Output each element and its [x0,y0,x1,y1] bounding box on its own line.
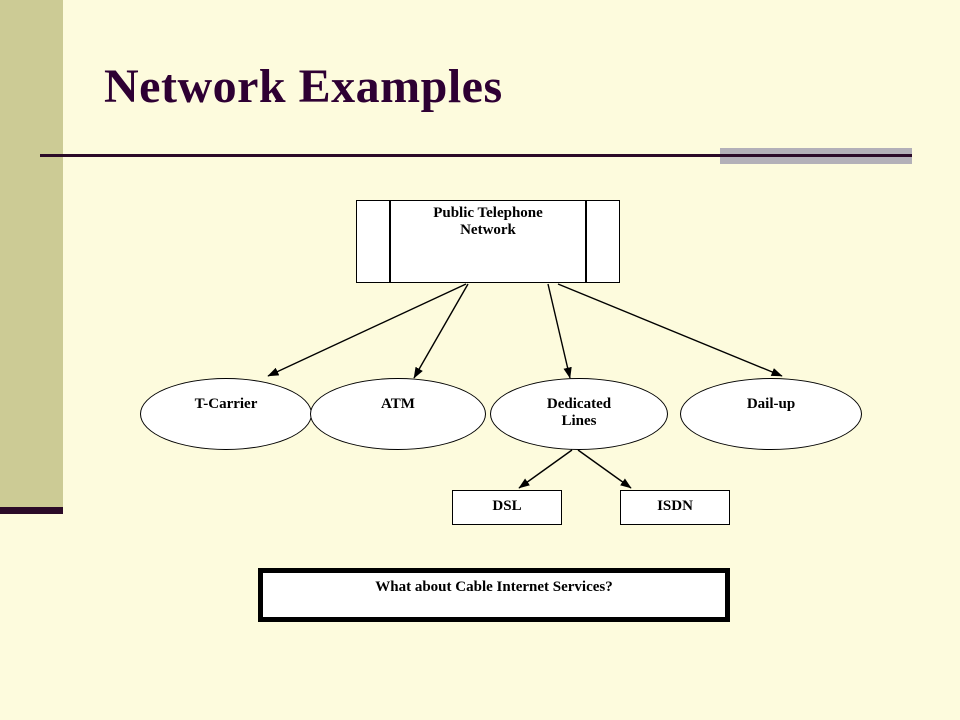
edge-dedicated-lines-to-dsl [518,449,573,489]
edge-root-to-dailup [557,283,783,377]
node-public-telephone-network[interactable] [356,200,620,283]
decorative-left-bar [0,507,63,514]
process-box-divider-right [585,201,587,282]
edge-root-to-tcarrier [267,283,467,377]
edge-root-to-atm [413,283,469,379]
node-dedicated-lines[interactable] [490,378,668,450]
process-box-divider-left [389,201,391,282]
title-rule-line [40,154,912,157]
edge-dedicated-lines-to-isdn [577,449,632,489]
node-t-carrier[interactable] [140,378,312,450]
edge-root-to-dedicated-lines [547,283,572,379]
decorative-left-band [0,0,63,508]
node-atm[interactable] [310,378,486,450]
node-dsl[interactable] [452,490,562,525]
node-isdn[interactable] [620,490,730,525]
page-title: Network Examples [104,60,503,113]
question-callout-box[interactable] [258,568,730,622]
node-dail-up[interactable] [680,378,862,450]
